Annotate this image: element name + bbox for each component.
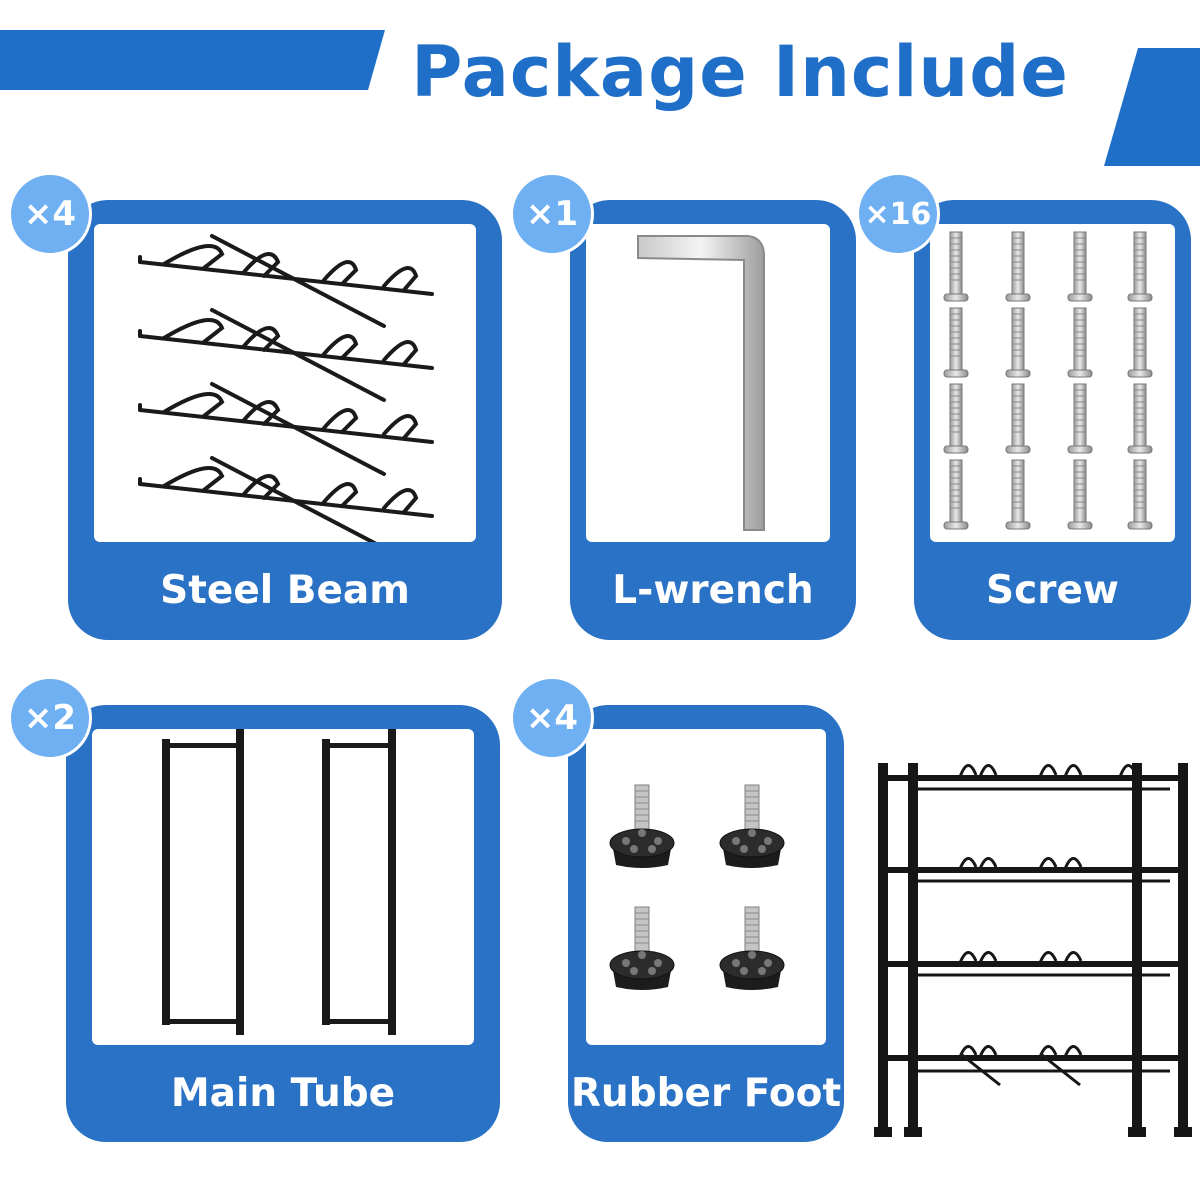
main-tube-icon <box>92 729 474 1045</box>
item-card-main-tube: Main Tube <box>66 705 500 1142</box>
item-card-steel-beam: Steel Beam <box>68 200 502 640</box>
page-title: Package Include <box>411 31 1069 113</box>
item-label-main-tube: Main Tube <box>170 1070 396 1116</box>
item-card-rubber-foot: Rubber Foot <box>568 705 844 1142</box>
item-card-screw: Screw <box>914 200 1191 640</box>
screw-icon <box>930 224 1175 542</box>
item-label-rubber-foot: Rubber Foot <box>570 1070 842 1116</box>
item-label-l-wrench: L-wrench <box>612 567 814 613</box>
quantity-badge-l-wrench: ×1 <box>510 172 594 256</box>
steel-beam-icon <box>94 224 476 542</box>
item-label-steel-beam: Steel Beam <box>160 567 410 613</box>
quantity-badge-main-tube: ×2 <box>8 676 92 760</box>
quantity-badge-screw: ×16 <box>856 172 940 256</box>
item-card-l-wrench: L-wrench <box>570 200 856 640</box>
header-left-bar <box>0 30 385 90</box>
shoe-rack-icon <box>874 763 1192 1137</box>
header-right-bar <box>1104 48 1200 166</box>
quantity-badge-rubber-foot: ×4 <box>510 676 594 760</box>
rubber-foot-icon <box>586 729 826 1045</box>
l-wrench-icon <box>586 224 830 542</box>
quantity-badge-steel-beam: ×4 <box>8 172 92 256</box>
item-label-screw: Screw <box>986 567 1119 613</box>
